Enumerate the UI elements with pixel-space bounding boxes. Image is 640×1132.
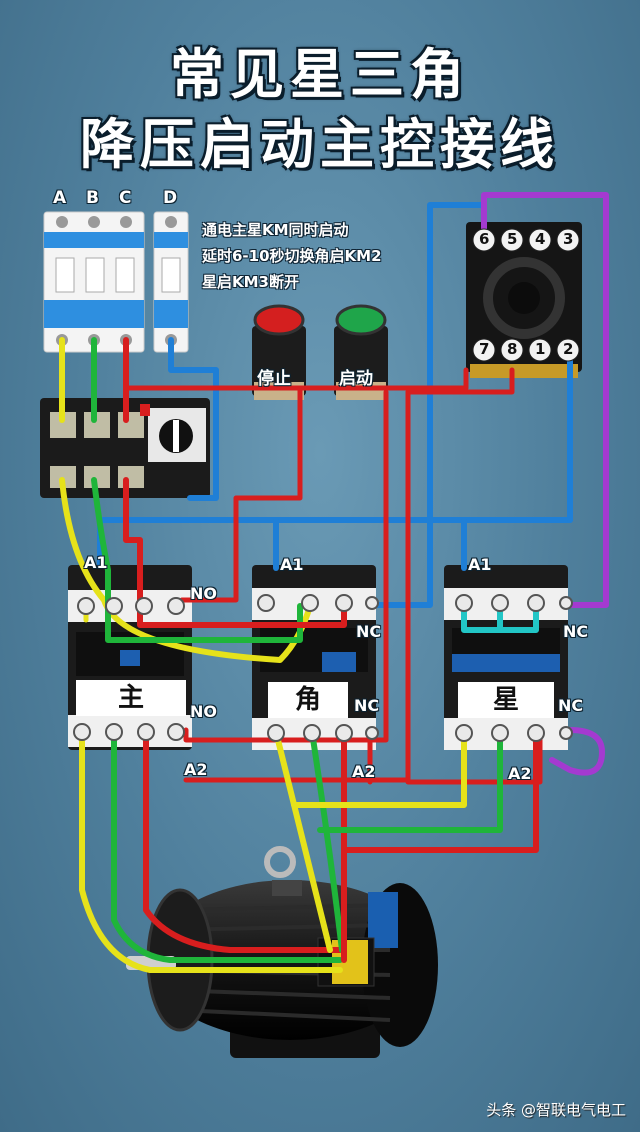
relay-pin-2: 2	[563, 340, 574, 358]
stop-button-label: 停止	[257, 369, 291, 389]
time-relay-base	[466, 222, 582, 378]
motor	[126, 846, 438, 1058]
delta-nc-top-label: NC	[356, 622, 382, 641]
note-line2: 延时6-10秒切换角启KM2	[202, 247, 382, 265]
phase-label-a: A	[53, 188, 67, 208]
main-no-bottom-label: NO	[190, 702, 217, 721]
phase-label-c: C	[119, 188, 132, 208]
note-line3: 星启KM3断开	[202, 273, 299, 291]
phase-label-d: D	[163, 188, 178, 208]
delta-nc-bottom-label: NC	[354, 696, 380, 715]
star-a2-label: A2	[508, 764, 532, 783]
star-nc-top-label: NC	[563, 622, 589, 641]
relay-pin-3: 3	[563, 230, 574, 248]
main-a2-label: A2	[184, 760, 208, 779]
relay-pin-4: 4	[535, 230, 546, 248]
start-button-label: 启动	[339, 369, 373, 389]
contactor-star-body	[444, 565, 568, 750]
main-a1-label: A1	[84, 553, 108, 572]
phase-label-b: B	[86, 188, 99, 208]
relay-pin-5: 5	[507, 230, 518, 248]
note-line1: 通电主星KM同时启动	[202, 221, 349, 239]
contactor-main-body	[68, 565, 192, 750]
main-no-top-label: NO	[190, 584, 217, 603]
delta-contactor-name: 角	[268, 682, 348, 718]
relay-pin-8: 8	[507, 340, 518, 358]
circuit-breaker-3p	[43, 211, 145, 353]
watermark: 头条 @智联电气电工	[486, 1101, 626, 1119]
delta-a1-label: A1	[280, 555, 304, 574]
star-a1-label: A1	[468, 555, 492, 574]
page-title-line2: 降压启动主控接线	[80, 113, 560, 176]
circuit-breaker-1p	[153, 211, 189, 353]
page-title-line1: 常见星三角	[170, 43, 470, 106]
star-contactor-name: 星	[458, 682, 554, 718]
star-nc-bottom-label: NC	[558, 696, 584, 715]
relay-pin-6: 6	[479, 230, 490, 248]
relay-pin-1: 1	[535, 340, 546, 358]
delta-a2-label: A2	[352, 762, 376, 781]
stop-button	[252, 304, 306, 400]
relay-pin-7: 7	[479, 340, 490, 358]
main-contactor-name: 主	[76, 680, 186, 716]
